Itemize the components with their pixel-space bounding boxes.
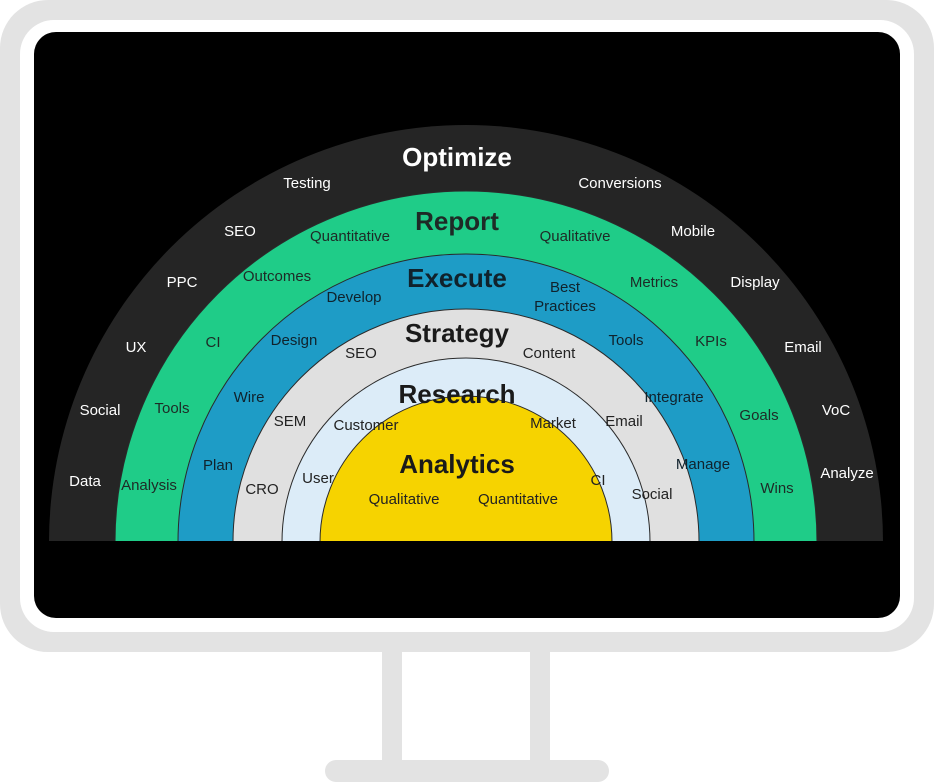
report-term: KPIs [695,333,727,350]
analytics-term: Quantitative [478,491,558,508]
report-term: Outcomes [243,268,311,285]
analytics-term: Qualitative [369,491,440,508]
report-term: CI [206,334,221,351]
ring-title-analytics: Analytics [399,449,515,479]
optimize-term: Data [69,473,101,490]
ring-title-report: Report [415,206,499,236]
monitor-stand-base [325,760,609,782]
execute-term: Wire [234,389,265,406]
monitor-stand-right-post [530,650,550,762]
optimize-term: Testing [283,175,331,192]
strategy-term: SEM [274,413,307,430]
execute-term: Design [271,332,318,349]
execute-term: Best [550,279,581,296]
ring-title-execute: Execute [407,263,507,293]
report-term: Analysis [121,477,177,494]
ring-analytics [320,396,612,542]
strategy-term: CRO [245,481,278,498]
report-term: Metrics [630,274,678,291]
ring-title-optimize: Optimize [402,142,512,172]
optimize-term: Conversions [578,175,661,192]
report-term: Quantitative [310,228,390,245]
execute-term: Tools [608,332,643,349]
diagram-baseline [49,541,883,543]
report-term: Wins [760,480,793,497]
ring-title-strategy: Strategy [405,318,510,348]
optimize-term: Display [730,274,780,291]
execute-term: Integrate [644,389,703,406]
strategy-term: Email [605,413,643,430]
optimize-term: SEO [224,223,256,240]
research-term: CI [591,472,606,489]
execute-term: Manage [676,456,730,473]
optimize-term: UX [126,339,147,356]
execute-term: Develop [326,289,381,306]
strategy-term: Social [632,486,673,503]
research-term: Customer [333,417,398,434]
optimize-term: VoC [822,402,851,419]
ring-title-research: Research [398,379,515,409]
optimize-term: Social [80,402,121,419]
strategy-term: Content [523,345,576,362]
execute-term: Plan [203,457,233,474]
report-term: Qualitative [540,228,611,245]
strategy-term: SEO [345,345,377,362]
research-term: Market [530,415,577,432]
optimize-term: PPC [167,274,198,291]
execute-term: Practices [534,298,596,315]
optimize-term: Mobile [671,223,715,240]
report-term: Tools [154,400,189,417]
ring-dividers [114,190,818,543]
research-term: User [302,470,334,487]
monitor-stand-left-post [382,650,402,762]
report-term: Goals [739,407,778,424]
optimize-term: Analyze [820,465,873,482]
optimize-term: Email [784,339,822,356]
